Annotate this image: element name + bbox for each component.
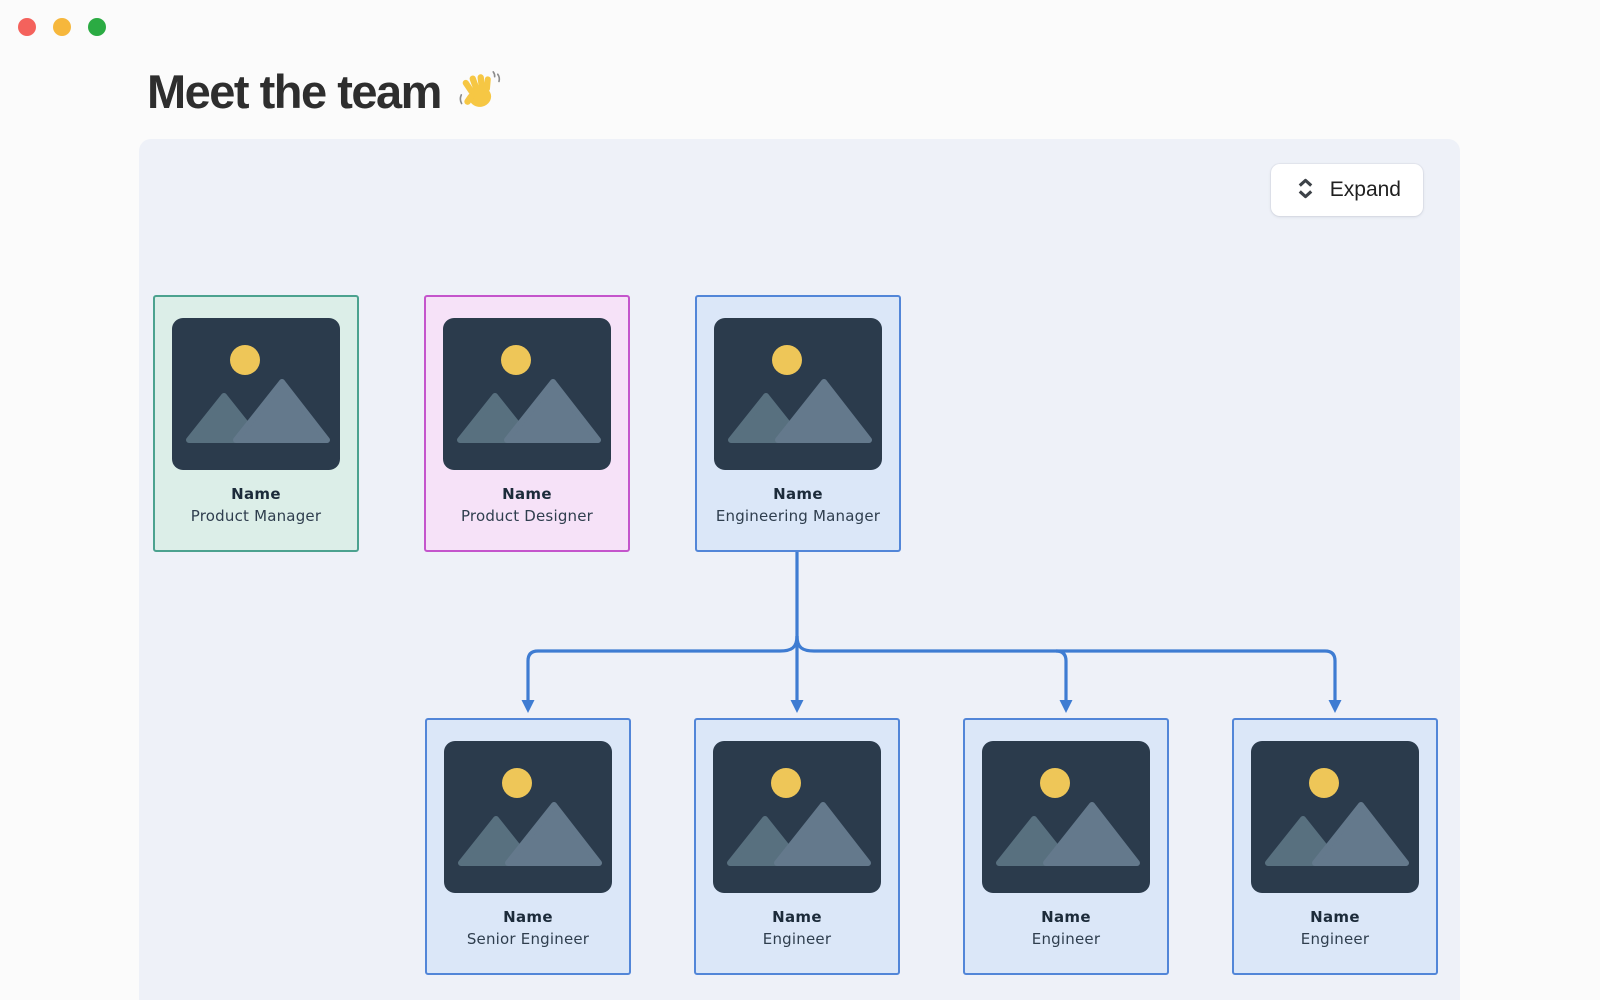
org-card-product-designer[interactable]: Name Product Designer: [424, 295, 630, 552]
arrowhead-child-2: [790, 700, 804, 713]
mountain-right-icon: [504, 379, 601, 443]
window-controls: [18, 18, 106, 36]
sun-icon: [501, 345, 531, 375]
expand-button-label: Expand: [1329, 178, 1401, 201]
photo-placeholder: [444, 741, 612, 893]
connector-drop-child-3: [1055, 649, 1068, 701]
mountain-right-icon: [1312, 802, 1409, 866]
member-name: Name: [772, 908, 822, 926]
mountain-right-icon: [775, 379, 872, 443]
org-card-product-manager[interactable]: Name Product Manager: [153, 295, 359, 552]
page-header: Meet the team: [147, 66, 503, 118]
org-chart-panel: Expand Name Product Manager Name Product: [139, 139, 1460, 1000]
member-role: Engineering Manager: [715, 507, 881, 525]
org-card-senior-engineer[interactable]: Name Senior Engineer: [425, 718, 631, 975]
org-card-engineer-3[interactable]: Name Engineer: [1232, 718, 1438, 975]
mountain-right-icon: [505, 802, 602, 866]
mountain-right-icon: [774, 802, 871, 866]
mountain-right-icon: [233, 379, 330, 443]
org-card-engineering-manager[interactable]: Name Engineering Manager: [695, 295, 901, 552]
connector-branch-right: [795, 635, 1337, 701]
member-name: Name: [1041, 908, 1091, 926]
mountain-right-icon: [1043, 802, 1140, 866]
member-name: Name: [231, 485, 281, 503]
sun-icon: [772, 345, 802, 375]
sun-icon: [771, 768, 801, 798]
minimize-button[interactable]: [53, 18, 71, 36]
member-name: Name: [502, 485, 552, 503]
expand-button[interactable]: Expand: [1270, 164, 1423, 216]
page-title: Meet the team: [147, 65, 442, 118]
photo-placeholder: [1251, 741, 1419, 893]
connector-branch-left: [526, 635, 799, 701]
org-card-engineer-2[interactable]: Name Engineer: [963, 718, 1169, 975]
photo-placeholder: [172, 318, 340, 470]
member-role: Senior Engineer: [466, 930, 590, 948]
unfold-vertical-icon: [1293, 176, 1318, 204]
sun-icon: [502, 768, 532, 798]
photo-placeholder: [714, 318, 882, 470]
arrowhead-child-4: [1328, 700, 1342, 713]
member-name: Name: [503, 908, 553, 926]
member-name: Name: [773, 485, 823, 503]
sun-icon: [1309, 768, 1339, 798]
arrowhead-child-3: [1059, 700, 1073, 713]
member-role: Engineer: [1031, 930, 1101, 948]
close-button[interactable]: [18, 18, 36, 36]
sun-icon: [1040, 768, 1070, 798]
waving-hand-icon: [457, 69, 503, 115]
member-role: Engineer: [1300, 930, 1370, 948]
photo-placeholder: [982, 741, 1150, 893]
arrowhead-child-1: [521, 700, 535, 713]
sun-icon: [230, 345, 260, 375]
member-role: Product Manager: [190, 507, 322, 525]
member-name: Name: [1310, 908, 1360, 926]
photo-placeholder: [443, 318, 611, 470]
photo-placeholder: [713, 741, 881, 893]
member-role: Product Designer: [460, 507, 594, 525]
zoom-button[interactable]: [88, 18, 106, 36]
member-role: Engineer: [762, 930, 832, 948]
org-card-engineer-1[interactable]: Name Engineer: [694, 718, 900, 975]
